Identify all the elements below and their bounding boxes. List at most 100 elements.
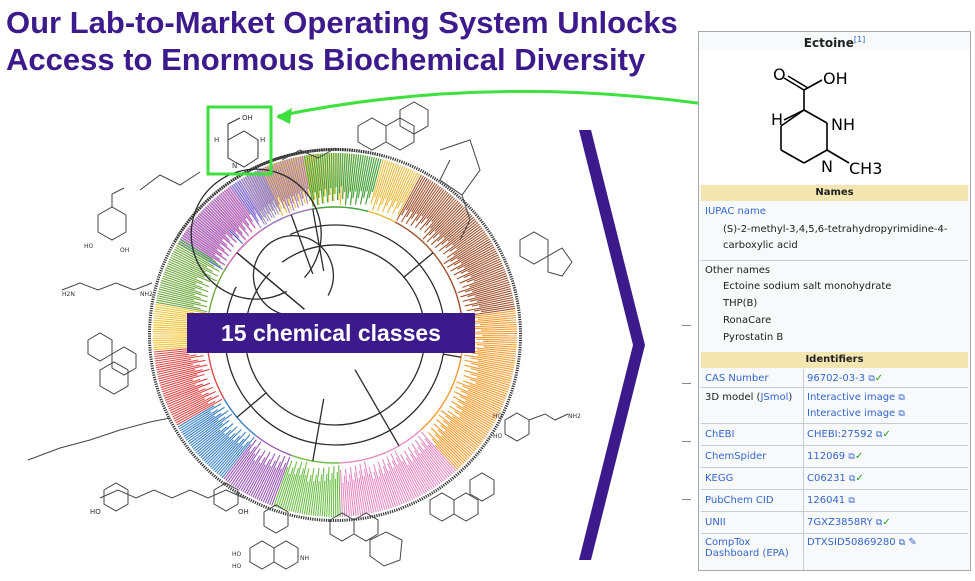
- tree-branch: [155, 355, 204, 364]
- tree-branch: [510, 280, 515, 283]
- molecule-sketches: [27, 101, 573, 570]
- identifier-value-link[interactable]: 7GXZ3858RY: [807, 517, 873, 528]
- tree-branch: [153, 380, 158, 383]
- tree-branch: [258, 454, 281, 501]
- tree-branch: [183, 224, 187, 228]
- tree-branch: [175, 236, 179, 239]
- tree-branch: [469, 273, 507, 288]
- external-link-icon: ⧉: [848, 452, 855, 462]
- tree-branch: [469, 290, 512, 302]
- tree-branch: [168, 248, 172, 251]
- tree-branch: [187, 219, 191, 222]
- tree-branch: [279, 156, 282, 160]
- tree-branch: [509, 275, 513, 278]
- tree-branch: [308, 154, 315, 193]
- identifier-value-link[interactable]: 112069: [807, 451, 846, 462]
- tree-branch: [416, 183, 438, 215]
- tree-branch: [161, 263, 166, 266]
- tree-branch: [423, 448, 448, 479]
- tree-branch: [410, 502, 414, 506]
- identifier-row-chemspider: ChemSpider 112069 ⧉✓: [701, 445, 968, 467]
- tree-branch: [398, 507, 401, 511]
- jsmol-link[interactable]: JSmol: [760, 392, 789, 403]
- tree-branch: [368, 466, 382, 512]
- iupac-name-link[interactable]: IUPAC name: [705, 206, 766, 217]
- tree-branch: [441, 435, 468, 461]
- tree-branch: [451, 400, 494, 426]
- identifier-key[interactable]: KEGG: [705, 473, 734, 484]
- tree-branch: [330, 472, 333, 517]
- tree-branch: [223, 443, 252, 480]
- tree-branch: [427, 173, 431, 177]
- identifier-value-link[interactable]: CHEBI:27592: [807, 429, 873, 440]
- tree-branch: [250, 458, 271, 497]
- tree-branch: [218, 194, 243, 224]
- tree-branch: [471, 210, 475, 213]
- tree-branch: [310, 474, 317, 516]
- tree-branch: [442, 225, 482, 255]
- tree-branch: [264, 455, 286, 504]
- tree-branch: [454, 410, 489, 434]
- tree-branch: [280, 160, 297, 209]
- tree-clade-arc: [290, 454, 340, 464]
- tree-branch: [256, 170, 276, 208]
- tree-branch: [323, 473, 328, 517]
- tree-clade-arc: [223, 398, 257, 437]
- tree-branch: [508, 394, 513, 397]
- tree-branch: [319, 153, 325, 197]
- tree-branch: [479, 299, 514, 307]
- edit-pencil-icon[interactable]: ✎: [908, 537, 917, 548]
- tree-branch: [342, 482, 346, 517]
- tree-branch: [416, 499, 420, 503]
- tree-branch: [410, 182, 436, 220]
- identifier-key[interactable]: ChemSpider: [705, 451, 767, 462]
- tree-branch: [275, 162, 289, 199]
- tree-branch: [152, 291, 156, 294]
- tree-branch: [338, 464, 341, 517]
- tree-backbone-branch: [236, 392, 267, 418]
- tree-branch: [234, 448, 261, 488]
- identifier-key[interactable]: CompTox Dashboard (EPA): [705, 537, 789, 559]
- identifier-key[interactable]: ChEBI: [705, 429, 735, 440]
- tree-branch: [515, 367, 520, 370]
- identifier-value-link[interactable]: DTXSID50869280: [807, 537, 896, 548]
- identifier-value-link[interactable]: C06231: [807, 473, 846, 484]
- identifier-value-link[interactable]: Interactive image: [807, 392, 896, 403]
- identifier-key[interactable]: CAS Number: [705, 373, 769, 384]
- tree-branch: [457, 195, 461, 199]
- identifier-key[interactable]: UNII: [705, 517, 726, 528]
- tree-branch: [397, 464, 416, 499]
- tree-branch: [203, 208, 233, 238]
- tree-branch: [371, 151, 374, 156]
- tree-clade-arc: [208, 266, 228, 313]
- identifier-value-link[interactable]: 126041: [807, 495, 846, 506]
- tree-branch: [220, 193, 253, 233]
- tree-branch: [427, 493, 430, 497]
- iso-nh: NH: [300, 555, 309, 562]
- tree-branch: [298, 515, 301, 519]
- tree-branch: [442, 420, 479, 449]
- other-names-row: Other names Ectoine sodium salt monohydr…: [701, 260, 968, 352]
- tree-branch: [159, 374, 198, 386]
- tree-branch: [226, 182, 230, 186]
- tree-branch: [464, 294, 513, 307]
- tree-branch: [299, 156, 309, 197]
- identifier-value-link[interactable]: 96702-03-3: [807, 373, 866, 384]
- tree-branch: [508, 271, 512, 274]
- tree-branch: [367, 150, 370, 155]
- tree-branch: [153, 348, 188, 353]
- small-ectoine-oh: OH: [242, 114, 253, 122]
- identifier-value-link[interactable]: Interactive image: [807, 408, 896, 419]
- identifier-key[interactable]: PubChem CID: [705, 495, 774, 506]
- external-link-icon: ⧉: [848, 496, 855, 506]
- tree-branch: [174, 402, 209, 422]
- tree-branch: [378, 468, 392, 509]
- small-ectoine-icon: [227, 117, 259, 168]
- tree-branch: [438, 220, 477, 252]
- tree-branch: [155, 301, 208, 313]
- tree-branch: [271, 456, 291, 506]
- tree-branch: [378, 153, 381, 157]
- infobox-title-ref[interactable]: [1]: [853, 35, 866, 44]
- tree-branch: [473, 303, 515, 312]
- tree-branch: [316, 153, 322, 191]
